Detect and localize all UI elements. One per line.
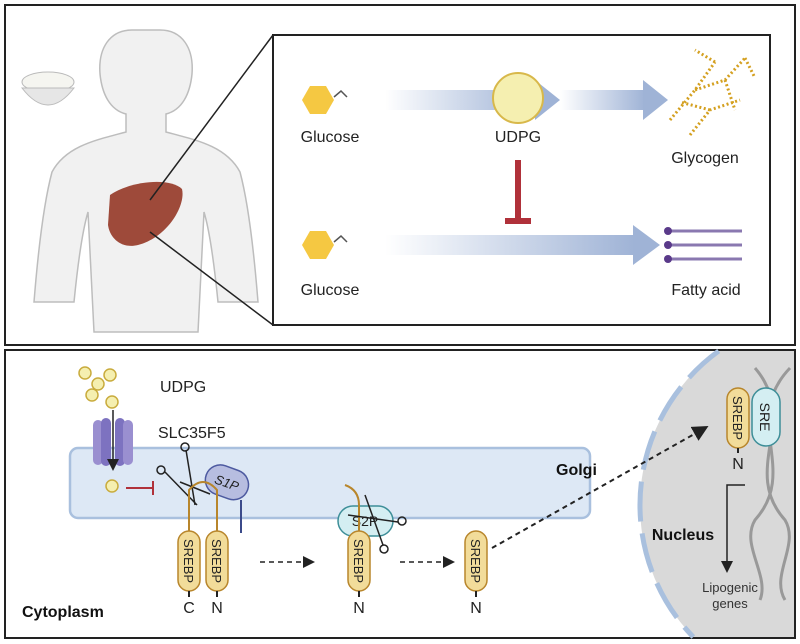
udpg-molecules: [78, 366, 119, 409]
n-terminus-label: N: [353, 600, 365, 617]
human-body-icon: [33, 29, 259, 333]
sre-element: SRE: [751, 387, 781, 447]
glucose-tail: [333, 234, 348, 243]
srebp-label: SREBP: [468, 539, 483, 583]
glucose-hexagon-icon: [302, 231, 334, 259]
glucose-label-1: Glucose: [301, 129, 360, 146]
n-terminus-label: N: [211, 600, 223, 617]
glycogen-icon: [668, 48, 757, 136]
srebp-pill: SREBP: [205, 530, 229, 597]
glucose-label-2: Glucose: [301, 282, 360, 299]
cytoplasm-label: Cytoplasm: [22, 604, 104, 621]
srebp-loop: [188, 481, 218, 532]
scissors-icon: [347, 494, 407, 554]
nucleus-label: Nucleus: [652, 527, 714, 544]
arrow-udpg-to-glycogen: [560, 80, 668, 120]
srebp-label: SREBP: [730, 396, 745, 440]
glycogen-label: Glycogen: [671, 150, 739, 167]
n-terminus-label: N: [470, 600, 482, 617]
slc35f5-transporter-icon: [93, 418, 133, 466]
inhibition-mark: [126, 481, 154, 495]
dashed-arrow-to-nucleus: [491, 426, 709, 549]
liver-icon: [108, 181, 183, 246]
golgi-membrane: [68, 446, 592, 520]
srebp-label: SREBP: [209, 539, 224, 583]
golgi-label: Golgi: [556, 462, 597, 479]
glucose-hexagon-icon: [302, 86, 334, 114]
srebp-label: SREBP: [351, 539, 366, 583]
sre-label: SRE: [757, 403, 773, 432]
glucose-tail: [333, 89, 348, 98]
zoom-line: [149, 34, 274, 201]
c-terminus-label: C: [183, 600, 195, 617]
scissors-icon: [156, 442, 211, 506]
srebp-pill: SREBP: [726, 387, 750, 453]
srebp-pill: SREBP: [464, 530, 488, 597]
inhibition-mark: [505, 160, 531, 224]
nuclear-envelope: [637, 348, 721, 639]
lipogenic-genes-label-2: genes: [712, 596, 748, 611]
zoom-line: [149, 231, 274, 326]
srebp-pill: SREBP: [347, 530, 371, 597]
rice-bowl-icon: [20, 71, 76, 106]
srebp-stub: [344, 484, 360, 532]
udpg-golgi-molecule: [105, 479, 119, 493]
lipogenic-genes-label-1: Lipogenic: [702, 580, 758, 595]
slc35f5-label: SLC35F5: [158, 425, 226, 442]
udpg-circle-icon: [492, 72, 544, 124]
fatty-acid-icon: [664, 227, 742, 263]
fatty-acid-label: Fatty acid: [671, 282, 740, 299]
srebp-pill: SREBP: [177, 530, 201, 597]
n-terminus-label: N: [732, 456, 744, 473]
arrow-glucose-to-fatty-acid: [385, 225, 660, 265]
transcription-arrow: [721, 484, 745, 573]
udpg-label: UDPG: [495, 129, 541, 146]
s2p-protease: S2P: [337, 505, 394, 537]
udpg-label-bottom: UDPG: [160, 379, 206, 396]
srebp-label: SREBP: [181, 539, 196, 583]
